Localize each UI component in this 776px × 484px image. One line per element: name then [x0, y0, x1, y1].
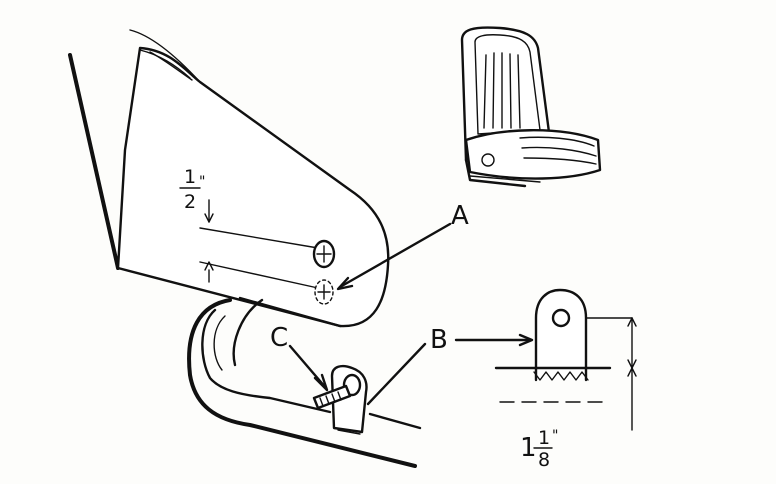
half-inch-mark: " — [199, 174, 205, 190]
half-num: 1 — [184, 166, 196, 188]
seat-frame-rail — [187, 296, 422, 468]
label-b: B — [430, 325, 448, 355]
seat-back-panel — [68, 29, 390, 328]
bracket-b — [312, 364, 368, 435]
one-eighth-dimension: 1 1 8 " — [520, 427, 558, 471]
one-eighth-den: 8 — [538, 449, 550, 471]
seat-thumbnail — [460, 26, 602, 188]
stud-c — [312, 384, 352, 410]
bracket-detail — [454, 288, 637, 431]
label-c: C — [270, 323, 288, 353]
detail-hole — [551, 308, 571, 328]
half-inch-dimension: 1 2 " — [179, 166, 319, 289]
leader-b — [366, 342, 427, 406]
one-eighth-num: 1 — [538, 427, 550, 449]
leader-a — [338, 222, 452, 289]
half-den: 2 — [184, 191, 196, 213]
label-a: A — [451, 201, 469, 231]
one-eighth-mark: " — [552, 428, 558, 444]
panel-holes — [312, 239, 336, 305]
leader-c — [288, 344, 328, 390]
one-eighth-whole: 1 — [520, 433, 537, 463]
leader-lines — [288, 222, 452, 406]
